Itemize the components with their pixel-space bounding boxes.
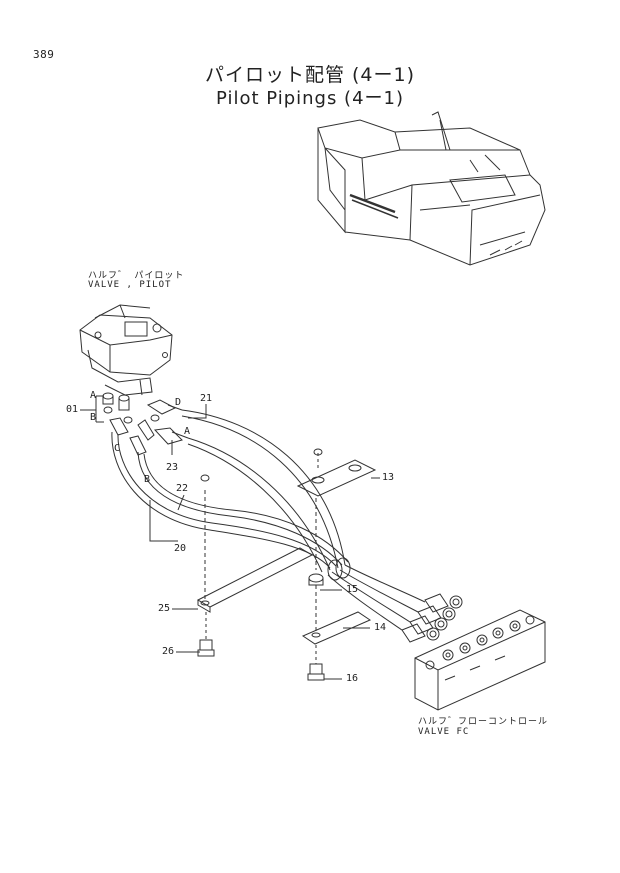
pilot-valve-drawing: [80, 305, 172, 395]
callout-13: 13: [382, 472, 395, 483]
flow-control-valve-drawing: [415, 610, 545, 710]
callout-26: 26: [162, 646, 175, 657]
port-letter-a: A: [184, 426, 191, 437]
callout-14: 14: [374, 622, 387, 633]
hose-end-fittings: [402, 594, 462, 642]
callout-23: 23: [166, 462, 179, 473]
port-letter-d: D: [175, 397, 182, 408]
callout-20: 20: [174, 543, 187, 554]
port-letter-b: B: [90, 412, 97, 423]
page-title-english: Pilot Pipings (4ー1): [215, 88, 405, 109]
bracket-14: [303, 585, 370, 644]
bolt-16: [308, 645, 324, 680]
pilot-hose-bundle: [112, 410, 425, 630]
callout-01: 01: [66, 404, 79, 415]
pilot-valve-label-en: VALVE , PILOT: [88, 280, 172, 290]
fc-valve-label-en: VALVE FC: [418, 727, 470, 737]
pilot-valve-label-jp: ハルフ゛ パイロット: [88, 271, 185, 281]
callout-22: 22: [176, 483, 189, 494]
port-letter-a: A: [90, 390, 97, 401]
page-number: 389: [33, 48, 55, 61]
bracket-25: [198, 475, 312, 612]
page-title-japanese: パイロット配管 (4ー1): [204, 64, 416, 86]
spacer-15: [309, 498, 323, 585]
bolt-26: [198, 612, 214, 656]
excavator-illustration: [318, 112, 545, 265]
fc-valve-label-jp: ハルフ゛フローコントロール: [418, 717, 549, 727]
callout-25: 25: [158, 603, 171, 614]
callout-21: 21: [200, 393, 213, 404]
leader-lines: [80, 396, 380, 679]
port-letter-b: B: [144, 474, 151, 485]
callout-16: 16: [346, 673, 359, 684]
port-letter-c: C: [114, 443, 121, 454]
clamp-plate-13: [298, 449, 375, 496]
callout-15: 15: [346, 584, 359, 595]
